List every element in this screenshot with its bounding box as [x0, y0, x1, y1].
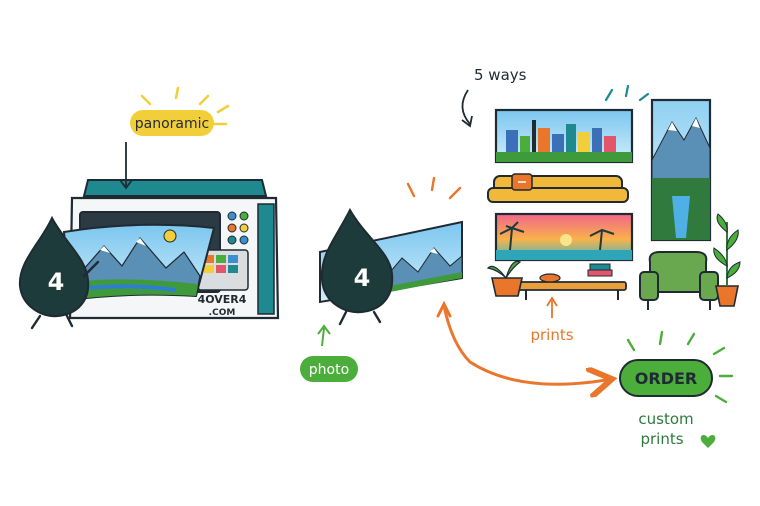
- prints-label: prints: [530, 326, 573, 344]
- panoramic-label: panoramic: [135, 116, 209, 132]
- tall-print: [650, 98, 712, 242]
- order-button[interactable]: ORDER: [635, 369, 697, 388]
- photo-label: photo: [309, 362, 349, 378]
- ways-tag: 5 ways: [461, 66, 650, 128]
- prints-tag: prints: [530, 296, 574, 344]
- plant-left: [486, 260, 523, 297]
- order-call-to-action[interactable]: ORDER: [619, 330, 734, 404]
- sofa: [487, 173, 629, 203]
- flow-arrow-head-start: [436, 300, 452, 318]
- city-print: [494, 108, 634, 164]
- ways-label: 5 ways: [474, 66, 527, 84]
- sunset-print: [494, 212, 634, 262]
- custom-prints-label: prints: [640, 430, 683, 448]
- mascot-number-middle: 4: [354, 264, 371, 292]
- flow-arrow: [442, 304, 606, 384]
- plant-right: [713, 213, 741, 307]
- heart-icon: [700, 435, 716, 448]
- mascot-drop-middle: 4: [320, 207, 394, 326]
- spark-lines: [406, 176, 462, 200]
- mascot-drop-left: 4: [18, 215, 100, 330]
- printer-brand-line1: 4OVER4: [198, 293, 247, 306]
- panoramic-print: [62, 223, 216, 302]
- panoramic-tag: panoramic: [119, 86, 230, 190]
- mascot-number-left: 4: [48, 268, 65, 296]
- printer-brand-line2: .COM: [209, 308, 236, 318]
- coffee-table: [517, 263, 627, 300]
- armchair: [639, 251, 719, 310]
- custom-label: custom: [638, 410, 693, 428]
- photo-tag: photo: [300, 324, 358, 382]
